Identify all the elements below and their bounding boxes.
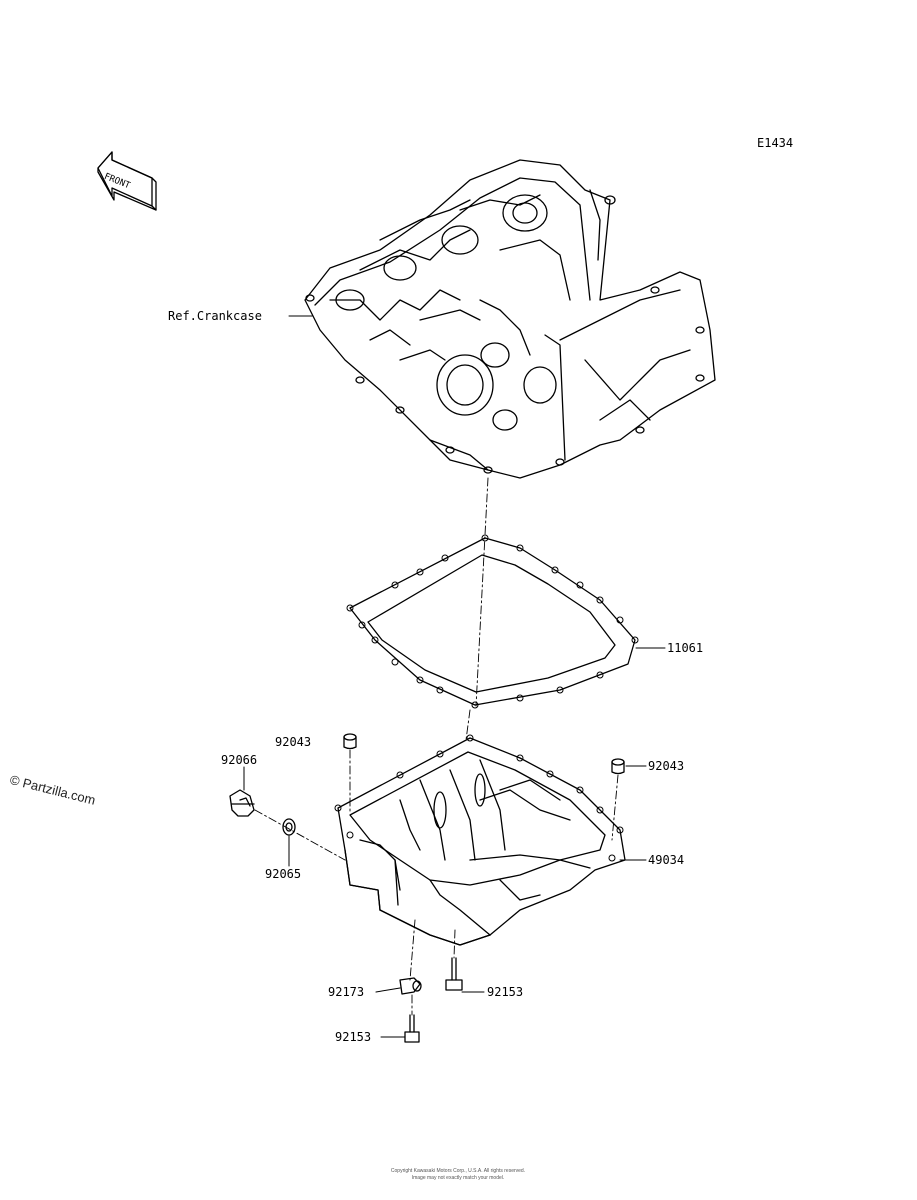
oil-pan-illustration	[334, 734, 626, 946]
diagram-code: E1434	[757, 136, 794, 150]
callout-drain-plug[interactable]: 92066	[221, 753, 258, 767]
front-arrow-icon	[97, 151, 157, 211]
footer-line-1: Copyright Kawasaki Motors Corp., U.S.A. …	[390, 1168, 526, 1174]
dowel-pin-right-icon	[611, 758, 625, 775]
callout-gasket[interactable]: 11061	[667, 641, 704, 655]
footer-line-2: Image may not exactly match your model.	[411, 1175, 505, 1181]
callout-bolt-right[interactable]: 92153	[487, 985, 524, 999]
gasket-illustration	[346, 534, 639, 709]
bolt-right-icon	[445, 957, 463, 991]
bolt-bottom-icon	[404, 1014, 420, 1043]
callout-dowel-right[interactable]: 92043	[648, 759, 685, 773]
callout-oil-pan[interactable]: 49034	[648, 853, 685, 867]
crankcase-illustration	[304, 159, 716, 479]
callout-filter-bolt[interactable]: 92173	[328, 985, 365, 999]
filter-bolt-icon	[399, 977, 422, 995]
dowel-pin-left-icon	[343, 733, 357, 750]
callout-dowel-left[interactable]: 92043	[275, 735, 312, 749]
callout-bolt-bottom[interactable]: 92153	[335, 1030, 372, 1044]
drain-plug-icon	[229, 789, 255, 817]
callout-ref-crankcase[interactable]: Ref.Crankcase	[168, 309, 262, 323]
callout-washer[interactable]: 92065	[265, 867, 302, 881]
